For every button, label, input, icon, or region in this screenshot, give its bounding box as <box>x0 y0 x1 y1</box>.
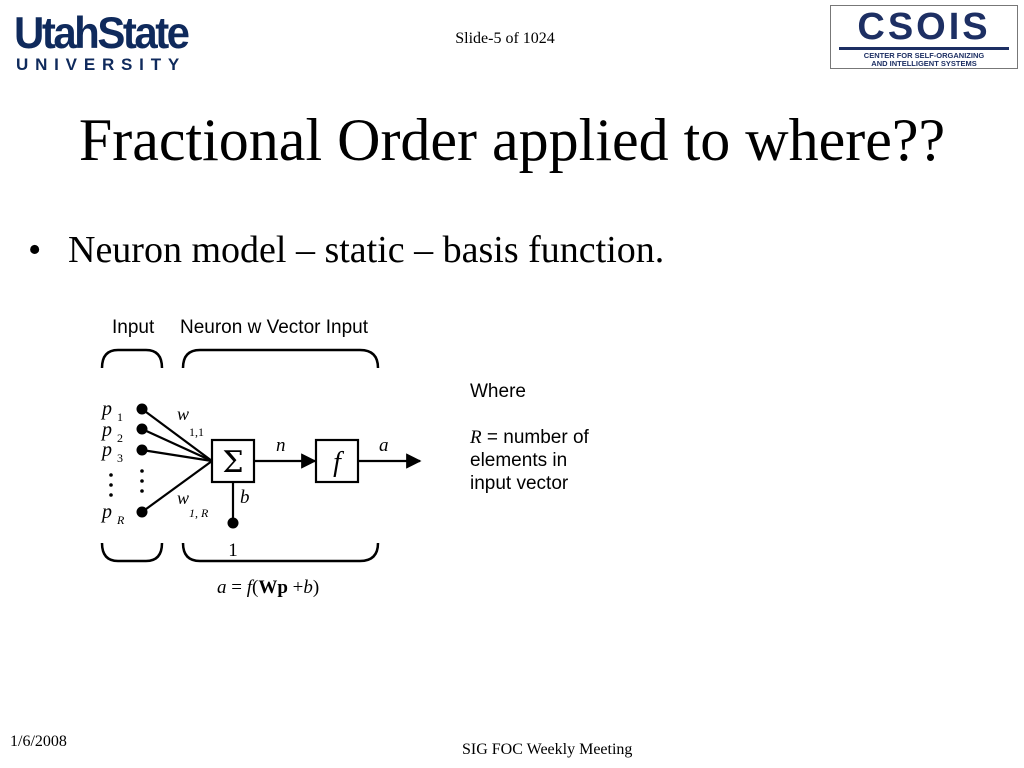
input-p2-label: p <box>100 419 112 441</box>
input-bottom-brace <box>100 542 164 563</box>
csois-logo: CSOIS CENTER FOR SELF-ORGANIZING AND INT… <box>830 5 1018 69</box>
input-p3-label: p <box>100 439 112 461</box>
csois-subtitle-line2: AND INTELLIGENT SYSTEMS <box>871 59 977 68</box>
utah-state-university-logo: UtahState UNIVERSITY <box>14 7 200 74</box>
input-p2-subscript: 2 <box>117 431 123 445</box>
slide-number: Slide-5 of 1024 <box>455 30 555 47</box>
bias-label: b <box>240 487 250 508</box>
footer-meeting-name: SIG FOC Weekly Meeting <box>462 741 633 758</box>
where-heading: Where <box>470 381 526 402</box>
slide-title: Fractional Order applied to where?? <box>78 107 946 173</box>
input-p1-subscript: 1 <box>117 410 123 424</box>
logo-wordmark: UtahState <box>14 7 190 58</box>
neuron-model-diagram: Input Neuron w Vector Input p 1 p 2 p 3 … <box>100 317 590 598</box>
output-label: a <box>379 435 389 456</box>
input-nodes <box>136 403 148 518</box>
csois-subtitle-line1: CENTER FOR SELF-ORGANIZING <box>863 51 985 60</box>
input-label-ellipsis <box>109 473 113 497</box>
input-node-ellipsis <box>140 469 144 493</box>
weight-w11-label: w <box>177 404 189 424</box>
sum-symbol: Σ <box>222 445 243 480</box>
where-line-3: input vector <box>470 473 569 494</box>
transfer-function-symbol: f <box>333 447 344 478</box>
footer-date: 1/6/2008 <box>10 733 67 750</box>
input-top-brace <box>100 348 164 369</box>
where-line-1: R = number of <box>469 427 590 448</box>
csois-divider <box>839 47 1009 50</box>
input-p3-subscript: 3 <box>117 451 123 465</box>
bias-node <box>227 517 239 529</box>
logo-subtitle: UNIVERSITY <box>16 55 187 74</box>
bullet-marker: • <box>28 229 42 271</box>
weight-w1R-subscript: 1, R <box>189 506 209 520</box>
weight-w1R-label: w <box>177 488 189 508</box>
neuron-equation: a = f(Wp +b) <box>217 577 319 598</box>
neuron-bottom-brace <box>181 542 380 563</box>
csois-wordmark: CSOIS <box>857 6 991 48</box>
bias-input-value: 1 <box>228 540 238 561</box>
weight-w11-subscript: 1,1 <box>189 425 204 439</box>
input-p1-label: p <box>100 398 112 420</box>
weight-lines <box>141 408 213 513</box>
summing-junction-box <box>210 438 256 484</box>
input-pR-subscript: R <box>116 513 125 527</box>
bullet-text: Neuron model – static – basis function. <box>68 229 665 271</box>
transfer-function-box <box>314 438 360 484</box>
neuron-label: Neuron w Vector Input <box>180 317 369 338</box>
neuron-top-brace <box>181 348 380 369</box>
input-pR-label: p <box>100 501 112 523</box>
where-line-2: elements in <box>470 450 567 471</box>
input-label: Input <box>112 317 155 338</box>
net-input-label: n <box>276 435 286 456</box>
